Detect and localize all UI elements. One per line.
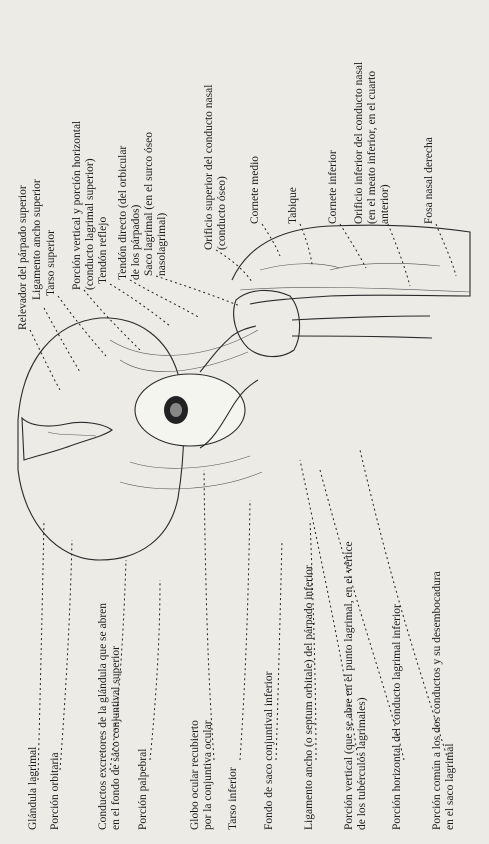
label-saco-lagrimal: Saco lagrimal (en el surco óseonasolagri… [143, 132, 168, 276]
label-cornete-inferior: Cornete inferior [327, 150, 339, 224]
label-tarso-superior: Tarso superior [45, 230, 57, 296]
label-tarso-inferior: Tarso inferior [227, 767, 239, 830]
label-tendon-reflejo: Tendón reflejo [97, 217, 109, 284]
label-porcion-orbitaria: Porción orbitaria [49, 752, 61, 830]
lacrimal-gland-palpebral [48, 432, 96, 436]
label-porcion-vertical-horizontal: Porción vertical y porción horizontal(co… [71, 121, 96, 290]
eyeball [135, 374, 245, 446]
label-relevador: Relevador del párpado superior [17, 185, 29, 330]
label-conductos-excretores: Conductos excretores de la glándula que … [97, 603, 122, 830]
label-fondo-saco-inferior: Fondo de saco conjuntival inferior [263, 671, 275, 830]
label-porcion-horizontal-inferior: Porción horizontal del conducto lagrimal… [391, 604, 403, 830]
label-porcion-palpebral: Porción palpebral [137, 749, 149, 830]
label-fosa-nasal: Fosa nasal derecha [423, 137, 435, 224]
superior-canaliculus [200, 326, 256, 372]
label-tendon-directo: Tendón directo (del orbicularde los párp… [117, 146, 142, 280]
inferior-turbinate [330, 263, 440, 270]
label-cornete-medio: Cornete medio [249, 156, 261, 224]
bottom-labels: Glándula lagrimal Porción orbitaria Cond… [27, 541, 456, 830]
label-ligamento-ancho-inferior: Ligamento ancho (o septum orbitale) del … [303, 565, 315, 830]
lower-eyelid-2 [120, 472, 262, 489]
lacrimal-gland [22, 418, 112, 460]
upper-eyelid [120, 352, 248, 372]
label-orificio-superior: Orificio superior del conducto nasal(con… [203, 85, 228, 250]
label-ligamento-ancho-superior: Ligamento ancho superior [31, 179, 43, 300]
lower-eyelid [130, 456, 250, 468]
middle-turbinate [260, 264, 340, 270]
pupil [170, 403, 182, 417]
lacrimal-sac [234, 290, 300, 356]
label-orificio-inferior: Orificio inferior del conducto nasal(en … [353, 62, 391, 224]
nasolacrimal-duct-2 [292, 336, 432, 338]
nasolacrimal-duct [292, 316, 430, 320]
label-tabique: Tabique [287, 187, 299, 224]
label-porcion-vertical-inferior: Porción vertical (que se abre en el punt… [343, 541, 368, 830]
label-porcion-comun: Porción común a los dos conductos y su d… [431, 571, 456, 830]
label-globo-ocular: Globo ocular recubiertopor la conjuntiva… [189, 720, 214, 830]
nasal-cavity [232, 225, 470, 304]
top-labels: Relevador del párpado superior Ligamento… [17, 62, 435, 330]
label-glandula-lagrimal: Glándula lagrimal [27, 747, 39, 830]
